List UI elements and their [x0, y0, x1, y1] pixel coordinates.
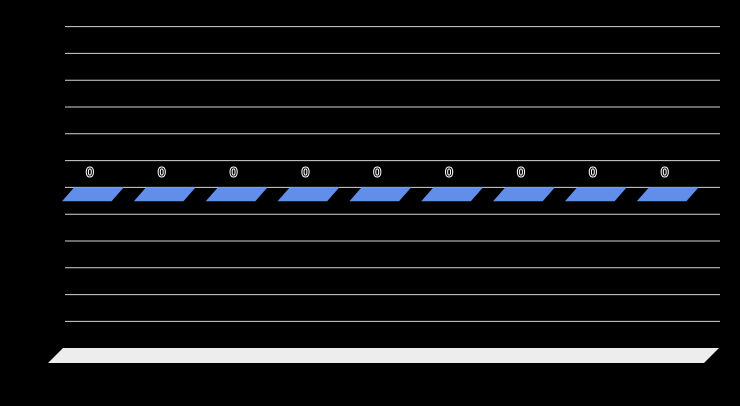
bar-value-label: 0 [158, 165, 165, 180]
bar-value-label: 0 [374, 165, 381, 180]
bar-value-label: 0 [446, 165, 453, 180]
bar[interactable] [62, 187, 124, 202]
gridlines [65, 26, 720, 322]
bar-value-label: 0 [86, 165, 93, 180]
bar[interactable] [277, 187, 340, 202]
bar-value-labels: 0 0 0 0 0 0 0 0 0 [85, 164, 669, 181]
bar[interactable] [564, 187, 627, 202]
bar[interactable] [493, 187, 555, 202]
bar-value-label: 0 [230, 165, 237, 180]
bar-value-label: 0 [589, 165, 596, 180]
bar[interactable] [636, 187, 699, 202]
bar-value-label: 0 [302, 165, 309, 180]
chart-floor [48, 348, 719, 363]
bar[interactable] [205, 187, 268, 202]
bar[interactable] [133, 187, 196, 202]
bar-value-label: 0 [517, 165, 524, 180]
bar-value-label: 0 [661, 165, 668, 180]
bars [62, 187, 699, 202]
bar[interactable] [349, 187, 412, 202]
bar[interactable] [421, 187, 484, 202]
